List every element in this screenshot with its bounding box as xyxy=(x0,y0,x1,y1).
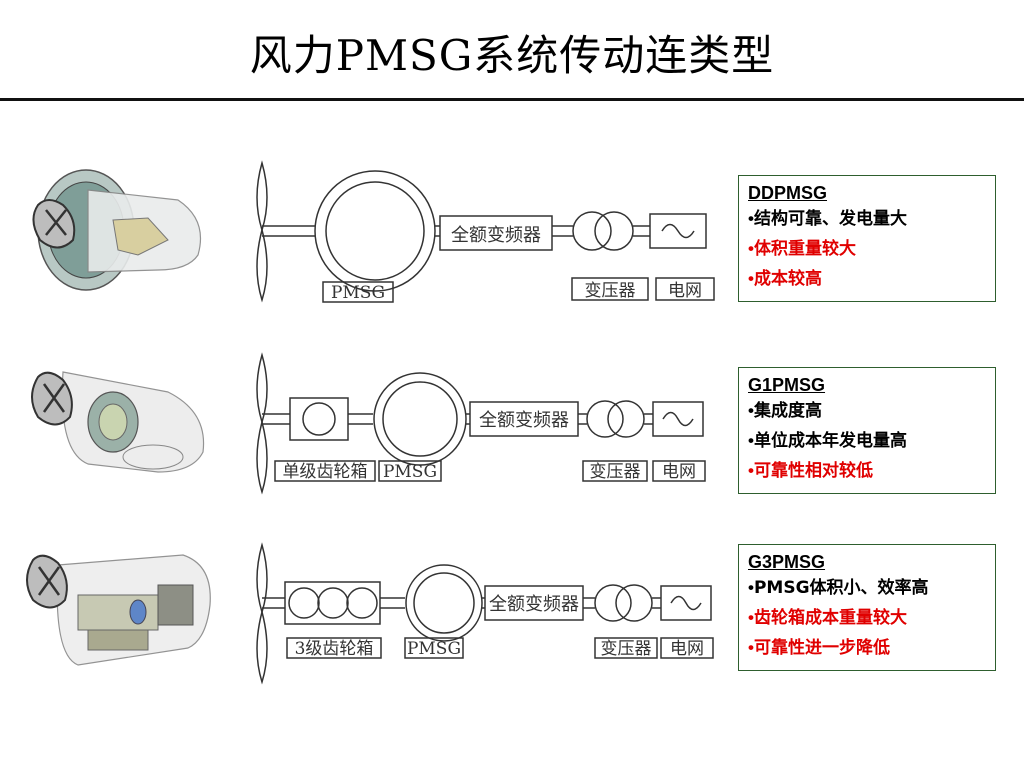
ddpmsg-info-box: DDPMSG •结构可靠、发电量大 •体积重量较大 •成本较高 xyxy=(738,175,996,302)
grid-label: 电网 xyxy=(668,281,702,301)
converter-label: 全额变频器 xyxy=(479,410,569,431)
transformer-label: 变压器 xyxy=(585,281,636,301)
g1pmsg-point-1: •集成度高 xyxy=(748,401,822,421)
page-title: 风力PMSG系统传动连类型 xyxy=(249,31,775,80)
ddpmsg-title: DDPMSG xyxy=(748,183,828,203)
ddpmsg-point-1: •结构可靠、发电量大 xyxy=(748,209,907,229)
converter-label: 全额变频器 xyxy=(489,594,579,615)
pmsg-label: PMSG xyxy=(331,283,385,303)
g3pmsg-drivetrain-diagram: 全额变频器 3级齿轮箱 PMSG 变压器 电网 xyxy=(256,542,714,685)
g3pmsg-point-3: •可靠性进一步降低 xyxy=(748,638,890,658)
g3pmsg-info-box: G3PMSG •PMSG体积小、效率高 •齿轮箱成本重量较大 •可靠性进一步降低 xyxy=(738,544,996,671)
gearbox-label: 3级齿轮箱 xyxy=(295,639,374,659)
gearbox-label: 单级齿轮箱 xyxy=(283,462,368,482)
converter-label: 全额变频器 xyxy=(451,225,541,246)
g3pmsg-point-1: •PMSG体积小、效率高 xyxy=(748,578,929,598)
ddpmsg-nacelle-illustration xyxy=(32,169,202,291)
g1pmsg-title: G1PMSG xyxy=(748,375,826,395)
g1pmsg-point-2: •单位成本年发电量高 xyxy=(748,431,907,451)
ddpmsg-drivetrain-diagram: 全额变频器 PMSG 变压器 电网 xyxy=(256,160,715,303)
grid-label: 电网 xyxy=(670,639,704,659)
g3pmsg-title: G3PMSG xyxy=(748,552,826,572)
g3pmsg-point-2: •齿轮箱成本重量较大 xyxy=(748,608,907,628)
g1pmsg-drivetrain-diagram: 全额变频器 单级齿轮箱 PMSG 变压器 电网 xyxy=(256,352,706,495)
ddpmsg-point-2: •体积重量较大 xyxy=(748,239,856,259)
ddpmsg-point-3: •成本较高 xyxy=(748,269,822,289)
g1pmsg-point-3: •可靠性相对较低 xyxy=(748,461,873,481)
pmsg-label: PMSG xyxy=(383,462,437,482)
g1pmsg-nacelle-illustration xyxy=(31,371,205,473)
transformer-label: 变压器 xyxy=(590,462,641,482)
g3pmsg-nacelle-illustration xyxy=(26,554,211,666)
title-divider xyxy=(0,98,1024,101)
grid-label: 电网 xyxy=(662,462,696,482)
g1pmsg-info-box: G1PMSG •集成度高 •单位成本年发电量高 •可靠性相对较低 xyxy=(738,367,996,494)
pmsg-label: PMSG xyxy=(407,639,461,659)
transformer-label: 变压器 xyxy=(601,639,652,659)
